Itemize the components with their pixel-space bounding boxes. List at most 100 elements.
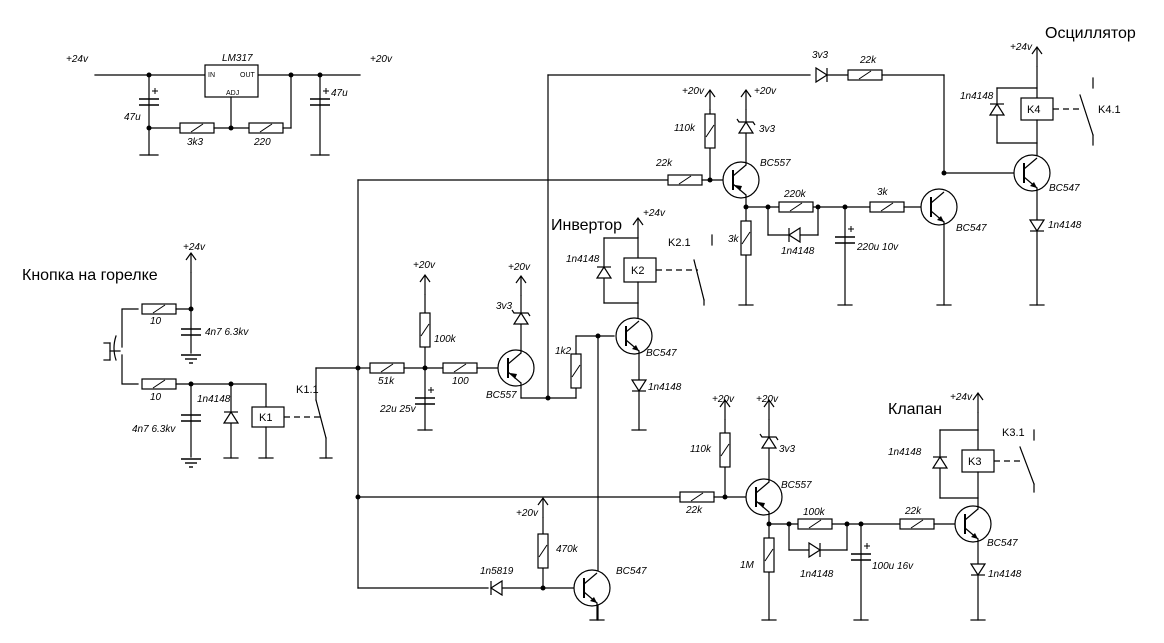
- relay-k3-label: K3: [968, 456, 981, 468]
- res-100-label: 100: [452, 376, 469, 387]
- relay-k1-label: K1: [259, 412, 272, 424]
- arrow-20v-zener: [515, 275, 527, 297]
- regulator-section: IN OUT ADJ LM317 +24v +20v 47u 3k3 220 4…: [66, 53, 393, 156]
- transistor-bc557-valve-label: BC557: [781, 480, 812, 491]
- zener-3v3-valve: [759, 433, 779, 449]
- res-3k3: [179, 122, 215, 134]
- cap-4n7-top-label: 4n7 6.3kv: [205, 327, 249, 338]
- res-220-label: 220: [253, 137, 271, 148]
- diode-1n4148-k4-label: 1n4148: [960, 91, 994, 102]
- relay-k2-coil: [623, 257, 657, 283]
- diode-1n4148-k2-emit: [631, 379, 647, 392]
- transistor-bc547-k4: [1013, 154, 1051, 192]
- diode-1n4148-k2-emit-label: 1n4148: [648, 382, 682, 393]
- diode-3v3-osc: [815, 67, 828, 83]
- zener-3v3-valve-label: 3v3: [779, 444, 796, 455]
- res-110k-valve-label: 110k: [690, 444, 712, 455]
- diode-1n4148-k3-label: 1n4148: [888, 447, 922, 458]
- res-22k-osc-in: [667, 174, 703, 186]
- rail-20v-label: +20v: [370, 54, 393, 65]
- oscillator-section: Осциллятор 3v3 22k 22k +20v 110k BC557 3…: [655, 25, 1136, 306]
- ground-icon: [180, 458, 202, 468]
- title-button: Кнопка на горелке: [22, 267, 158, 284]
- diode-1n4148-k3: [932, 456, 948, 469]
- cap-220u-label: 220u 10v: [856, 242, 899, 253]
- contact-k21-label: K2.1: [668, 237, 691, 249]
- res-51k: [369, 362, 405, 374]
- res-3k-osc-down-label: 3k: [728, 234, 740, 245]
- cap-22u-label: 22u 25v: [379, 404, 417, 415]
- res-470k: [537, 533, 549, 569]
- zener-3v3-in-label: 3v3: [496, 301, 513, 312]
- relay-k4-label: K4: [1027, 104, 1040, 116]
- transistor-bc547-osc: [920, 188, 958, 226]
- inverter-section: Инвертор +24v 1n4148 K2 K2.1 BC547 1n414…: [551, 208, 713, 621]
- contact-k11-label: K1.1: [296, 384, 319, 396]
- arrow-24v-k4: [1031, 46, 1043, 68]
- transistor-bc557-osc: [722, 161, 760, 199]
- burner-button-icon: [113, 335, 117, 361]
- zener-3v3-osc-label: 3v3: [812, 50, 829, 61]
- input-stage: 51k 100 +20v 100k 22u 25v BC557 3v3 +20v…: [357, 74, 811, 431]
- button-section: Кнопка на горелке 10 +24v 4n7 6.3kv 10 4…: [22, 242, 359, 468]
- transistor-bc547-k4-label: BC547: [1049, 183, 1080, 194]
- transistor-bc557-in: [497, 349, 535, 387]
- diode-1n4148-k2: [596, 266, 612, 279]
- cap-47u-out-label: 47u: [331, 88, 348, 99]
- rail-24v-btn-label: +24v: [183, 242, 206, 253]
- res-220k-label: 220k: [783, 189, 807, 200]
- arrow-24v-k2: [632, 217, 644, 239]
- cap-4n7-bottom-label: 4n7 6.3kv: [132, 424, 176, 435]
- res-100k-valve: [797, 518, 833, 530]
- zener-3v3-in: [511, 309, 531, 325]
- diode-1n4148-k4-emit: [1029, 219, 1045, 232]
- reset-stage: 1n5819 +20v 470k BC547: [480, 497, 647, 621]
- res-10-bottom: [141, 378, 177, 390]
- transistor-bc547-reset: [573, 569, 611, 607]
- lm317-pin-in: IN: [208, 72, 215, 79]
- res-100k-valve-label: 100k: [803, 507, 826, 518]
- arrow-24v-btn: [185, 252, 197, 274]
- rail-24v-k3-label: +24v: [950, 392, 973, 403]
- valve-section: Клапан 22k +20v 110k BC557 3v3 +20v 1M 1…: [679, 392, 1035, 621]
- transistor-bc547-osc-label: BC547: [956, 223, 987, 234]
- title-valve: Клапан: [888, 401, 942, 418]
- res-110k-osc: [704, 113, 716, 149]
- lm317-chip: [204, 64, 259, 98]
- res-22k-osc-in-label: 22k: [655, 158, 673, 169]
- rail-24v-k2-label: +24v: [643, 208, 666, 219]
- arrow-20v-osc2: [740, 89, 752, 111]
- res-1m-label: 1M: [740, 560, 755, 571]
- arrow-20v-in: [419, 274, 431, 296]
- res-22k-osc-top: [847, 69, 883, 81]
- rail-24v-label: +24v: [66, 54, 89, 65]
- lm317-pin-adj: ADJ: [226, 90, 239, 97]
- diode-1n4148-osc: [788, 227, 801, 243]
- rail-20v-in-label: +20v: [413, 260, 436, 271]
- diode-1n4148-k2-label: 1n4148: [566, 254, 600, 265]
- res-10-bottom-label: 10: [150, 392, 162, 403]
- rail-24v-k4-label: +24v: [1010, 42, 1033, 53]
- res-10-top: [141, 303, 177, 315]
- arrow-20v-reset: [537, 497, 549, 519]
- diode-1n5819-label: 1n5819: [480, 566, 514, 577]
- res-220: [248, 122, 284, 134]
- res-110k-osc-label: 110k: [674, 123, 696, 134]
- res-220k: [778, 201, 814, 213]
- res-1m: [763, 537, 775, 573]
- res-100: [442, 362, 478, 374]
- res-10-top-label: 10: [150, 316, 162, 327]
- res-3k3-label: 3k3: [187, 137, 204, 148]
- rail-20v-valve2-label: +20v: [756, 394, 779, 405]
- rail-20v-osc2-label: +20v: [754, 86, 777, 97]
- diode-1n4148-osc-label: 1n4148: [781, 246, 815, 257]
- contact-k41-label: K4.1: [1098, 104, 1121, 116]
- cap-100u-label: 100u 16v: [872, 561, 914, 572]
- res-1k2-label: 1k2: [555, 346, 572, 357]
- title-inverter: Инвертор: [551, 217, 622, 234]
- zener-3v3-osc2-label: 3v3: [759, 124, 776, 135]
- res-3k-osc: [869, 201, 905, 213]
- transistor-bc557-valve: [745, 478, 783, 516]
- transistor-bc547-reset-label: BC547: [616, 566, 647, 577]
- res-22k-valve: [899, 518, 935, 530]
